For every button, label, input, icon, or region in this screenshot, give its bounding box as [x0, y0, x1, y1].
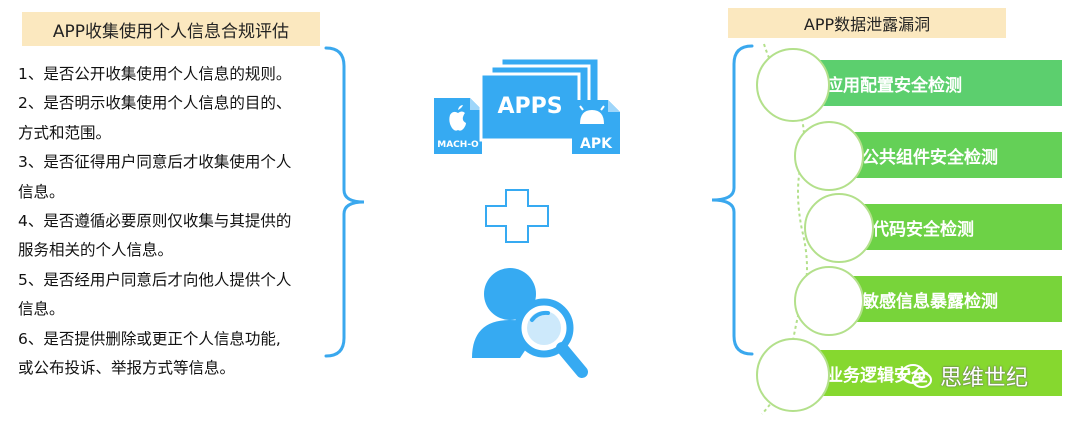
check-item-bar: 应用配置安全检测 [800, 60, 1062, 106]
list-line: 服务相关的个人信息。 [18, 241, 174, 260]
apps-label: APPS [497, 94, 563, 119]
macho-label: MACH-O [437, 140, 479, 150]
watermark-text: 思维世纪 [940, 366, 1029, 391]
list-line: 或公布投诉、举报方式等信息。 [18, 359, 236, 378]
list-line: 2、是否明示收集使用个人信息的目的、 [18, 94, 292, 113]
check-item-label: 应用配置安全检测 [826, 75, 962, 96]
step-circle [794, 121, 864, 191]
plus-icon [485, 189, 549, 243]
list-line: 6、是否提供删除或更正个人信息功能, [18, 329, 281, 348]
check-item-label: 代码安全检测 [872, 219, 974, 240]
wechat-icon [901, 364, 932, 388]
list-line: 4、是否遵循必要原则仅收集与其提供的 [18, 212, 292, 231]
step-circle [804, 193, 874, 263]
check-item-bar: 公共组件安全检测 [836, 132, 1062, 178]
step-circle [756, 338, 830, 412]
check-item-bar: 敏感信息暴露检测 [836, 276, 1062, 322]
apk-file-icon [572, 100, 620, 154]
check-item-bar: 业务逻辑安全 [800, 350, 1062, 396]
left-section-title: APP收集使用个人信息合规评估 [22, 12, 320, 46]
list-line: 5、是否经用户同意后才向他人提供个人 [18, 270, 292, 289]
right-bracket [711, 44, 754, 356]
right-section-title: APP数据泄露漏洞 [728, 8, 1006, 38]
step-circle [794, 266, 864, 336]
check-item-bar: 代码安全检测 [846, 204, 1062, 250]
watermark: 思维世纪 [900, 360, 1028, 392]
apk-label: APK [580, 136, 612, 152]
check-item-label: 敏感信息暴露检测 [862, 291, 998, 312]
macho-file-icon [434, 98, 482, 154]
list-line: 信息。 [18, 182, 65, 201]
list-line: 信息。 [18, 300, 65, 319]
compliance-criteria-list: 1、是否公开收集使用个人信息的规则。 2、是否明示收集使用个人信息的目的、 方式… [18, 60, 348, 383]
step-circle [756, 48, 830, 122]
user-search-icon [472, 268, 588, 378]
list-line: 方式和范围。 [18, 123, 112, 142]
check-item-label: 公共组件安全检测 [862, 147, 998, 168]
list-line: 3、是否征得用户同意后才收集使用个人 [18, 153, 292, 172]
list-line: 1、是否公开收集使用个人信息的规则。 [18, 65, 292, 83]
left-bracket [324, 46, 365, 358]
